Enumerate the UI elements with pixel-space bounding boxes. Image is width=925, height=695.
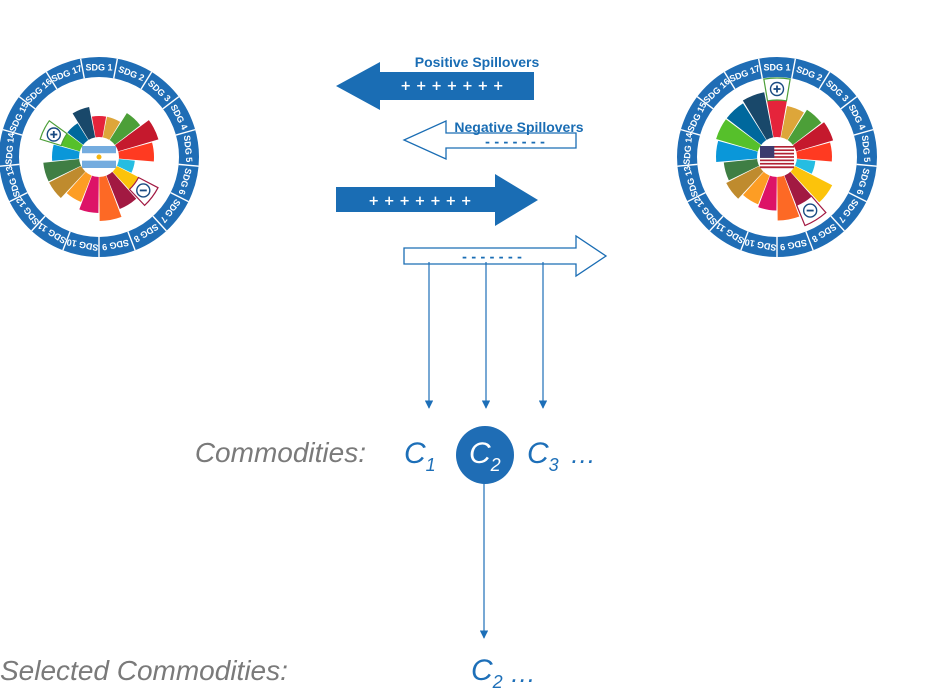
ring-separator [680, 128, 701, 136]
petal-sdg-9 [777, 171, 800, 221]
ring-label-sdg-1: SDG 1 [763, 63, 790, 73]
petal-sdg-13 [723, 158, 763, 181]
ring-separator [830, 215, 845, 232]
commodity-c2: C2 [469, 437, 501, 475]
ring-separator [818, 71, 831, 90]
commodity-c1: C1 [404, 437, 436, 475]
ring-label-sdg-9: SDG 9 [101, 238, 129, 253]
ring-separator [162, 96, 180, 110]
petal-sdg-10 [758, 171, 777, 211]
selected-commodity-c2: C2 [471, 654, 503, 692]
ring-separator [175, 128, 196, 136]
petal-sdg-2 [780, 105, 804, 144]
ring-separator [791, 58, 797, 79]
positive-spillovers-arrow: Positive Spillovers + + + + + + + [336, 54, 539, 110]
petal-sdg-9 [99, 171, 122, 221]
petal-sdg-8 [104, 168, 137, 210]
ring-label-sdg-14: SDG 14 [3, 132, 16, 165]
ring-separator [152, 215, 167, 232]
petal-sdg-2 [102, 116, 121, 144]
ring-separator [677, 163, 698, 167]
ring-separator [856, 163, 877, 167]
usa-flag-icon [760, 146, 794, 169]
ring-separator [709, 215, 724, 232]
petal-sdg-14 [716, 140, 762, 162]
commodity-ellipsis: … [570, 439, 596, 469]
petal-sdg-4 [789, 122, 834, 153]
ring-separator [31, 215, 46, 232]
ring-separator [757, 58, 763, 79]
ring-label-sdg-1: SDG 1 [85, 63, 112, 73]
petal-sdg-11 [743, 168, 772, 205]
negative-flow-minus-signs: - - - - - - - [462, 250, 522, 264]
petal-sdg-16 [726, 103, 769, 148]
ring-separator [18, 96, 36, 110]
ring-separator [840, 96, 858, 110]
negative-spillovers-arrow: Negative Spillovers - - - - - - - [402, 119, 584, 161]
ring-label-sdg-14: SDG 14 [681, 132, 694, 165]
positive-flow-arrow-right: + + + + + + + [336, 174, 538, 226]
commodity-flow-lines [424, 262, 548, 639]
positive-plus-signs: + + + + + + + [400, 79, 503, 94]
petal-sdg-5 [792, 142, 832, 162]
petal-sdg-5 [114, 142, 154, 162]
petal-sdg-4 [111, 120, 159, 153]
ring-separator [723, 71, 736, 90]
argentina-flag-icon [82, 146, 116, 168]
petal-sdg-8 [782, 168, 815, 210]
ring-separator [2, 128, 23, 136]
ring-separator [0, 163, 20, 167]
negative-spillovers-label: Negative Spillovers [454, 119, 583, 135]
petal-sdg-10 [79, 171, 99, 213]
petal-sdg-3 [107, 113, 141, 148]
positive-spillovers-label: Positive Spillovers [415, 54, 540, 70]
ring-separator [45, 71, 58, 90]
ring-separator [62, 231, 71, 251]
petal-sdg-3 [785, 109, 822, 148]
petal-sdg-17 [742, 92, 774, 144]
petal-sdg-6 [113, 158, 135, 173]
petal-sdg-7 [787, 164, 833, 203]
ring-separator [170, 192, 189, 203]
commodities-label: Commodities: [195, 437, 366, 468]
ring-separator [853, 128, 874, 136]
petal-sdg-13 [43, 158, 85, 182]
ring-separator [687, 192, 706, 203]
ring-label-sdg-5: SDG 5 [860, 135, 872, 163]
ring-separator [140, 71, 153, 90]
selected-commodity-highlight [456, 426, 514, 484]
petal-sdg-6 [791, 158, 816, 174]
positive-flow-plus-signs: + + + + + + + [368, 194, 471, 209]
ring-separator [178, 163, 199, 167]
petal-sdg-12 [726, 164, 767, 199]
petal-sdg-1 [766, 96, 788, 142]
selected-commodities-label: Selected Commodities: [0, 655, 288, 686]
ring-label-sdg-9: SDG 9 [779, 238, 807, 253]
ring-separator [805, 231, 814, 251]
negative-minus-signs: - - - - - - - [485, 135, 545, 149]
petal-sdg-1 [91, 116, 107, 142]
ring-separator [127, 231, 136, 251]
petal-sdg-17 [72, 106, 96, 144]
selected-ellipsis: … [510, 658, 536, 688]
ring-separator [696, 96, 714, 110]
petal-sdg-16 [67, 123, 91, 148]
petal-sdg-14 [52, 144, 84, 161]
ring-label-sdg-5: SDG 5 [182, 135, 194, 163]
petal-sdg-11 [66, 168, 94, 203]
ring-separator [740, 231, 749, 251]
ring-separator [9, 192, 28, 203]
petal-sdg-15 [716, 119, 765, 153]
petal-sdg-12 [49, 164, 89, 198]
ring-separator [79, 58, 85, 79]
commodity-c3: C3 [527, 437, 559, 475]
ring-separator [113, 58, 119, 79]
negative-flow-arrow-right: - - - - - - - [403, 234, 608, 278]
ring-separator [848, 192, 867, 203]
